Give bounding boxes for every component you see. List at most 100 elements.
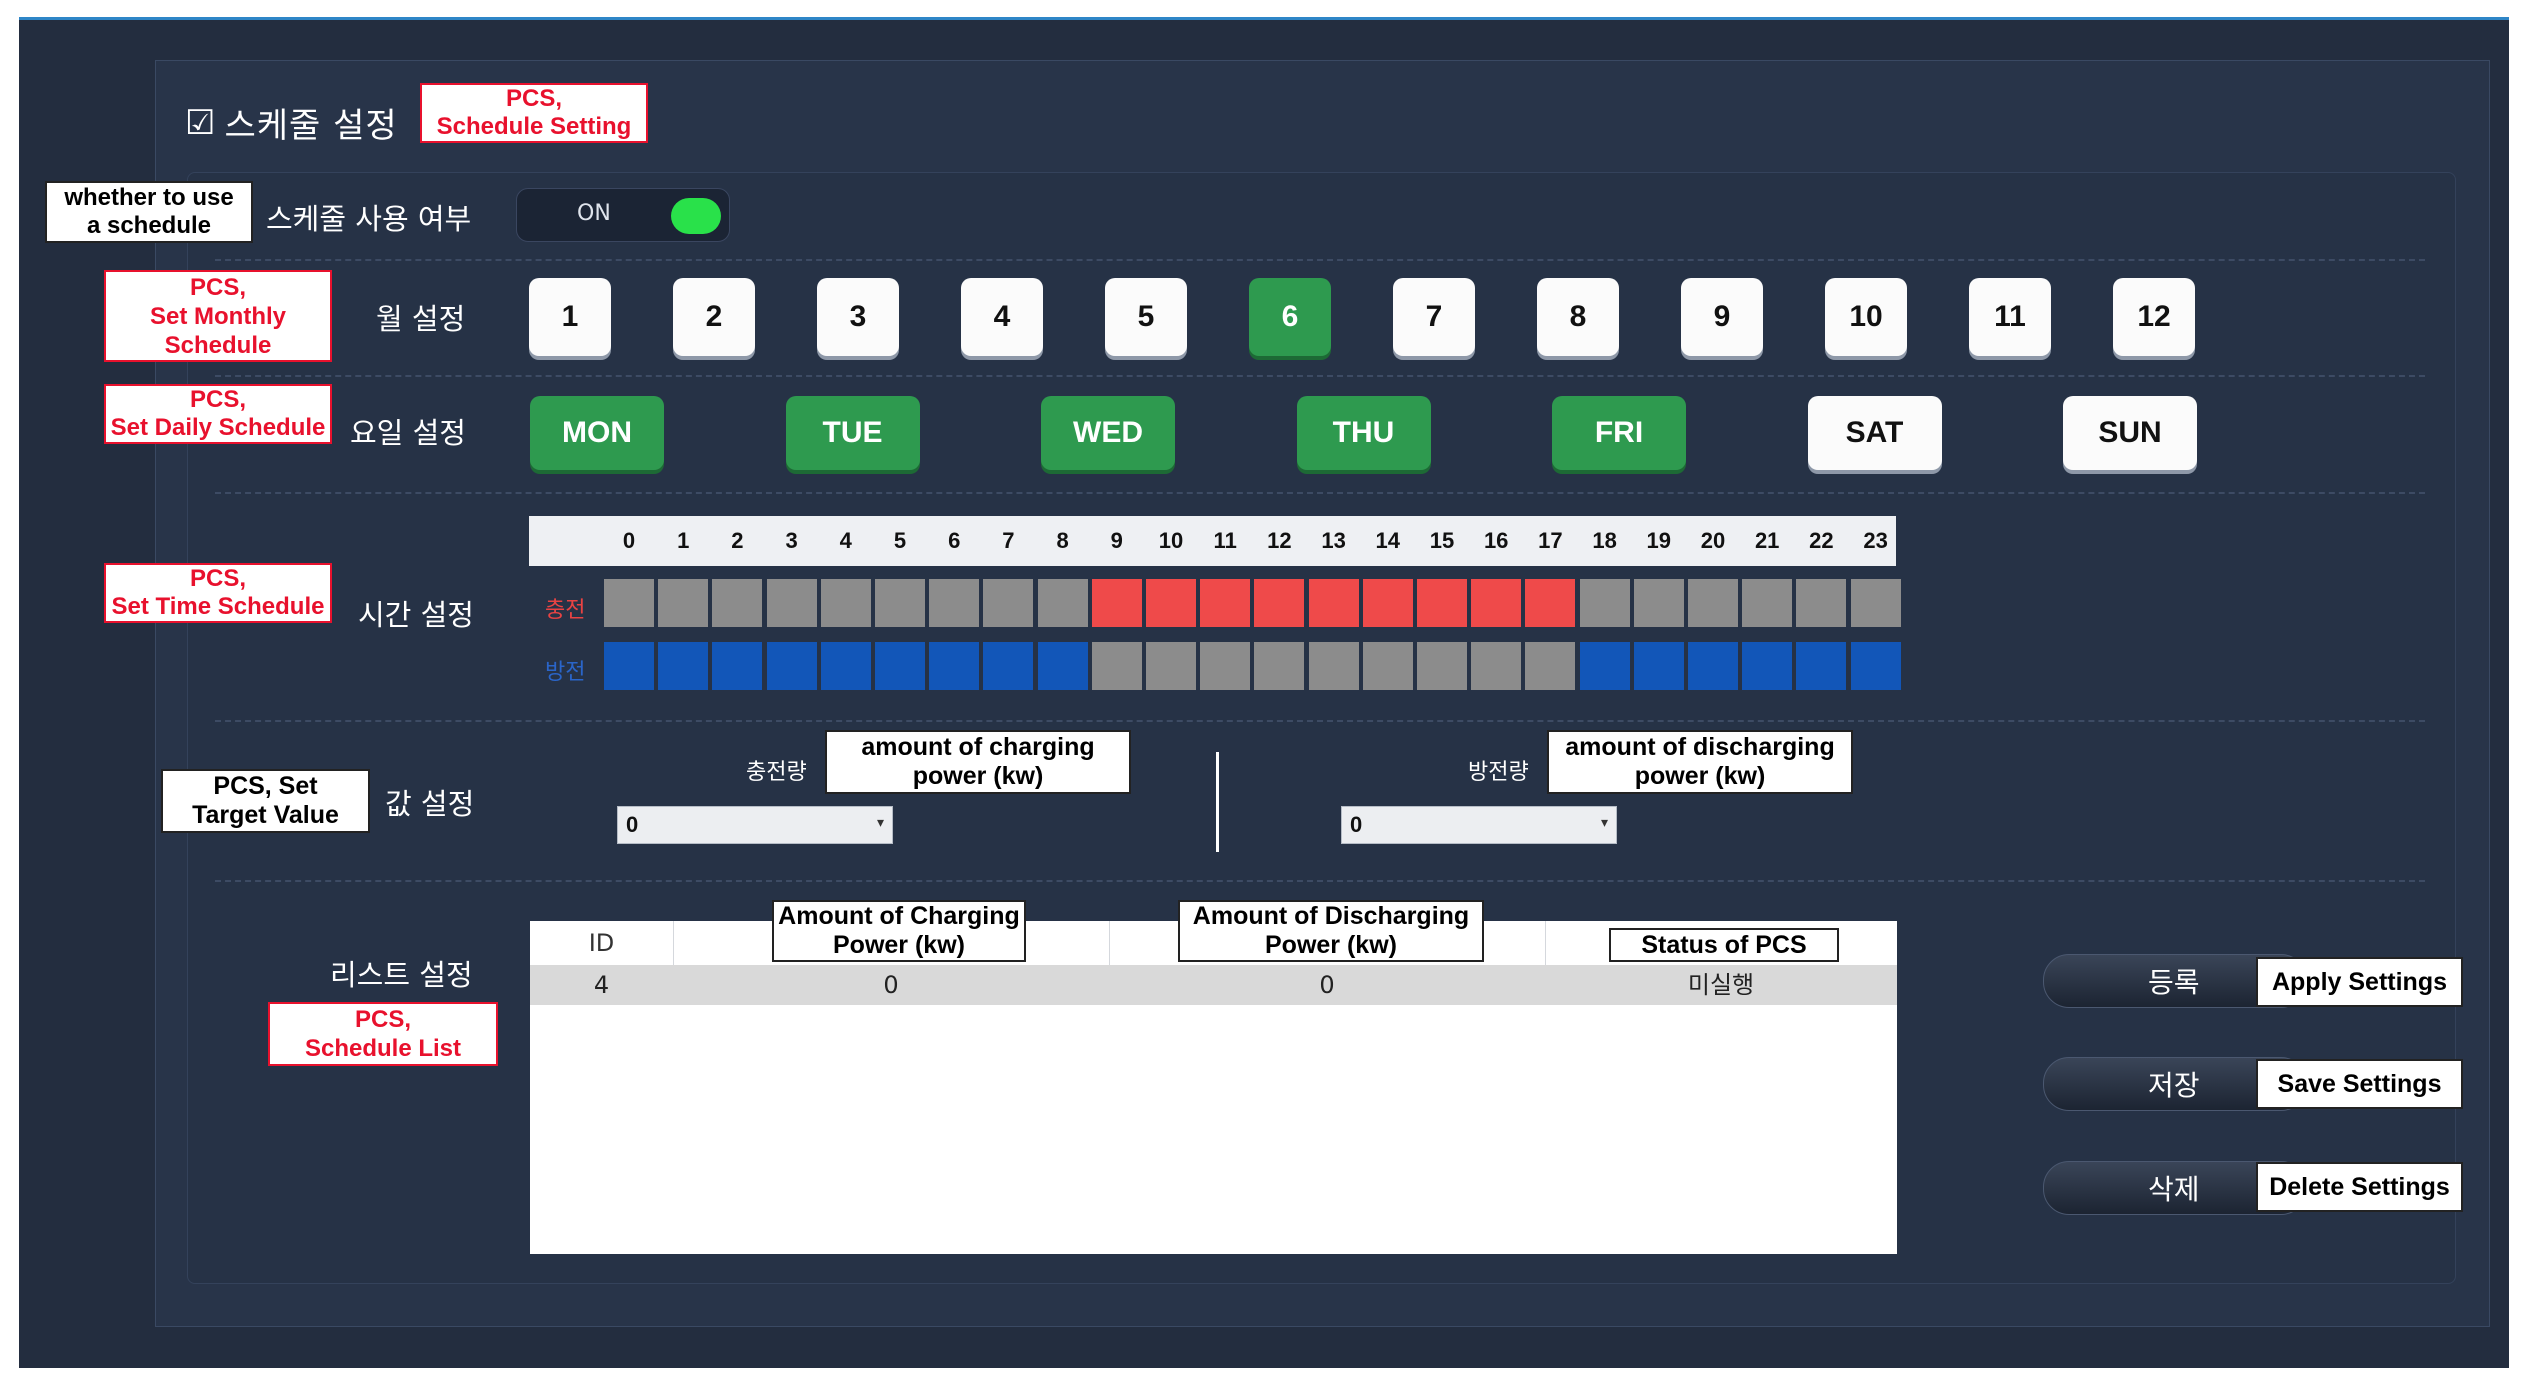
month-button-5[interactable]: 5	[1105, 278, 1187, 356]
charge-cell-10[interactable]	[1145, 578, 1197, 628]
month-button-6[interactable]: 6	[1249, 278, 1331, 356]
page-title: ☑ 스케줄 설정	[185, 98, 398, 147]
schedule-toggle[interactable]: ON	[516, 188, 730, 242]
charge-cell-20[interactable]	[1687, 578, 1739, 628]
discharge-cell-4[interactable]	[819, 641, 872, 691]
charge-cell-7[interactable]	[982, 578, 1035, 628]
hour-label-23: 23	[1863, 528, 1888, 553]
hour-label-9: 9	[1110, 528, 1123, 553]
month-button-9[interactable]: 9	[1681, 278, 1763, 356]
month-button-1[interactable]: 1	[529, 278, 611, 356]
month-button-10[interactable]: 10	[1825, 278, 1907, 356]
hour-label-6: 6	[948, 528, 961, 553]
charge-cell-11[interactable]	[1199, 578, 1252, 628]
hour-label-13: 13	[1321, 528, 1346, 553]
charge-cell-1[interactable]	[657, 578, 710, 628]
hour-label-2: 2	[731, 528, 744, 553]
table-row[interactable]: 4 0 0 미실행	[530, 965, 1897, 1005]
divider	[215, 720, 2425, 722]
discharge-cell-2[interactable]	[711, 641, 764, 691]
note-apply: Apply Settings	[2256, 957, 2463, 1007]
charge-cell-0[interactable]	[603, 578, 655, 628]
month-button-12[interactable]: 12	[2113, 278, 2195, 356]
discharge-cell-20[interactable]	[1687, 641, 1739, 691]
charge-cell-14[interactable]	[1361, 578, 1414, 628]
charge-cell-16[interactable]	[1470, 578, 1523, 628]
charge-cell-6[interactable]	[928, 578, 981, 628]
charge-cell-13[interactable]	[1307, 578, 1360, 628]
charge-cell-3[interactable]	[765, 578, 818, 628]
discharge-cell-9[interactable]	[1090, 641, 1143, 691]
charge-cell-18[interactable]	[1578, 578, 1631, 628]
discharge-cell-7[interactable]	[982, 641, 1035, 691]
day-button-mon[interactable]: MON	[530, 396, 664, 470]
divider	[215, 375, 2425, 377]
discharge-amount-select[interactable]: 0 ▾	[1341, 806, 1617, 844]
discharge-cell-11[interactable]	[1199, 641, 1252, 691]
month-button-8[interactable]: 8	[1537, 278, 1619, 356]
discharge-row-label: 방전	[545, 660, 586, 685]
discharge-cell-22[interactable]	[1795, 641, 1848, 691]
discharge-cell-8[interactable]	[1036, 641, 1089, 691]
charge-cell-8[interactable]	[1036, 578, 1089, 628]
vertical-separator	[1216, 752, 1219, 852]
month-button-11[interactable]: 11	[1969, 278, 2051, 356]
discharge-cell-10[interactable]	[1145, 641, 1197, 691]
charge-cell-2[interactable]	[711, 578, 764, 628]
hour-label-18: 18	[1592, 528, 1617, 553]
charge-cell-23[interactable]	[1849, 578, 1902, 628]
charge-cell-4[interactable]	[819, 578, 872, 628]
discharge-cell-13[interactable]	[1307, 641, 1360, 691]
discharge-cell-18[interactable]	[1578, 641, 1631, 691]
charge-cell-22[interactable]	[1795, 578, 1848, 628]
discharge-cell-19[interactable]	[1632, 641, 1685, 691]
charge-cell-15[interactable]	[1416, 578, 1468, 628]
month-button-4[interactable]: 4	[961, 278, 1043, 356]
discharge-cell-6[interactable]	[928, 641, 981, 691]
charge-cell-21[interactable]	[1741, 578, 1794, 628]
charge-cell-19[interactable]	[1632, 578, 1685, 628]
note-col-discharge: Amount of Discharging Power (kw)	[1178, 900, 1484, 962]
chevron-down-icon: ▾	[1600, 815, 1608, 831]
discharge-cell-15[interactable]	[1416, 641, 1468, 691]
day-button-fri[interactable]: FRI	[1552, 396, 1686, 470]
label-list: 리스트 설정	[330, 958, 473, 992]
day-button-thu[interactable]: THU	[1296, 396, 1431, 470]
hour-label-14: 14	[1375, 528, 1401, 553]
discharge-cell-23[interactable]	[1849, 641, 1902, 691]
discharge-cell-5[interactable]	[874, 641, 926, 691]
discharge-amount-value: 0	[1350, 812, 1363, 837]
charge-cell-5[interactable]	[874, 578, 926, 628]
charge-amount-select[interactable]: 0 ▾	[617, 806, 893, 844]
toggle-text: ON	[577, 201, 611, 226]
day-button-tue[interactable]: TUE	[785, 396, 920, 470]
note-time: PCS, Set Time Schedule	[104, 563, 332, 623]
discharge-cell-3[interactable]	[765, 641, 818, 691]
month-button-7[interactable]: 7	[1393, 278, 1475, 356]
month-button-3[interactable]: 3	[817, 278, 899, 356]
day-button-sun[interactable]: SUN	[2063, 396, 2197, 470]
discharge-cell-14[interactable]	[1361, 641, 1414, 691]
note-use: whether to use a schedule	[45, 181, 253, 243]
day-button-wed[interactable]: WED	[1041, 396, 1175, 470]
charge-cell-9[interactable]	[1090, 578, 1143, 628]
hour-label-11: 11	[1213, 528, 1237, 553]
charge-cell-17[interactable]	[1524, 578, 1577, 628]
note-list: PCS, Schedule List	[268, 1002, 498, 1066]
month-button-2[interactable]: 2	[673, 278, 755, 356]
discharge-cell-0[interactable]	[603, 641, 655, 691]
discharge-cell-21[interactable]	[1741, 641, 1794, 691]
discharge-cell-1[interactable]	[657, 641, 710, 691]
chevron-down-icon: ▾	[876, 815, 884, 831]
toggle-knob	[671, 198, 721, 234]
hour-label-12: 12	[1267, 528, 1292, 553]
hour-label-15: 15	[1429, 528, 1455, 553]
charge-cell-12[interactable]	[1253, 578, 1306, 628]
schedule-table: ID 4 0 0 미실행	[530, 921, 1897, 1254]
note-day: PCS, Set Daily Schedule	[104, 384, 332, 444]
discharge-cell-12[interactable]	[1253, 641, 1306, 691]
discharge-cell-16[interactable]	[1470, 641, 1523, 691]
discharge-cell-17[interactable]	[1524, 641, 1577, 691]
day-button-sat[interactable]: SAT	[1807, 396, 1942, 470]
hour-label-8: 8	[1056, 528, 1069, 553]
